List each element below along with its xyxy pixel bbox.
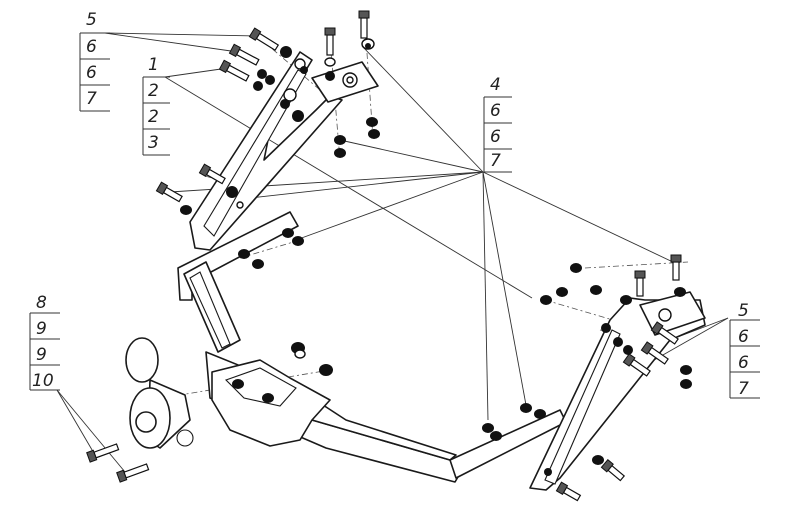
tow-bar-beam	[177, 211, 567, 483]
callout-label: 6	[86, 37, 97, 57]
callout-label: 6	[738, 353, 749, 373]
callout-label: 3	[148, 133, 159, 153]
callout-label: 1	[148, 55, 159, 75]
callout-label: 8	[36, 293, 47, 313]
callout-label: 5	[738, 301, 749, 321]
callout-label: 4	[490, 75, 501, 95]
callout-label: 2	[148, 107, 159, 127]
callout-label: 10	[32, 371, 54, 391]
callout-label: 2	[148, 81, 159, 101]
callout-label: 9	[36, 319, 47, 339]
callout-group-top-left: 5 6 6 7 1 2 2 3	[79, 10, 170, 156]
callout-label: 6	[738, 327, 749, 347]
callout-label: 6	[490, 127, 501, 147]
callout-label: 7	[738, 379, 749, 399]
nuts-and-washers	[180, 38, 692, 476]
callout-group-right: 5 6 6 7	[729, 301, 760, 399]
callout-label: 7	[490, 151, 501, 171]
bolts	[86, 10, 682, 502]
callout-label: 7	[86, 89, 97, 109]
callout-label: 6	[86, 63, 97, 83]
callout-group-left: 8 9 9 10	[29, 293, 60, 391]
callout-group-top-center: 4 6 6 7	[483, 75, 512, 173]
callout-label: 6	[490, 101, 501, 121]
right-bracket	[529, 291, 706, 491]
callout-label: 9	[36, 345, 47, 365]
callout-label: 5	[86, 10, 97, 30]
tow-ball-assembly	[125, 337, 194, 449]
